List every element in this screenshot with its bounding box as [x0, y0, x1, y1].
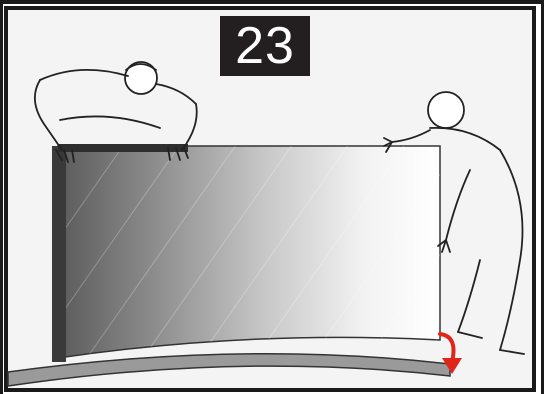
step-number-badge: 23: [220, 16, 310, 76]
left-post: [52, 146, 66, 362]
panel-texture: [58, 146, 440, 358]
